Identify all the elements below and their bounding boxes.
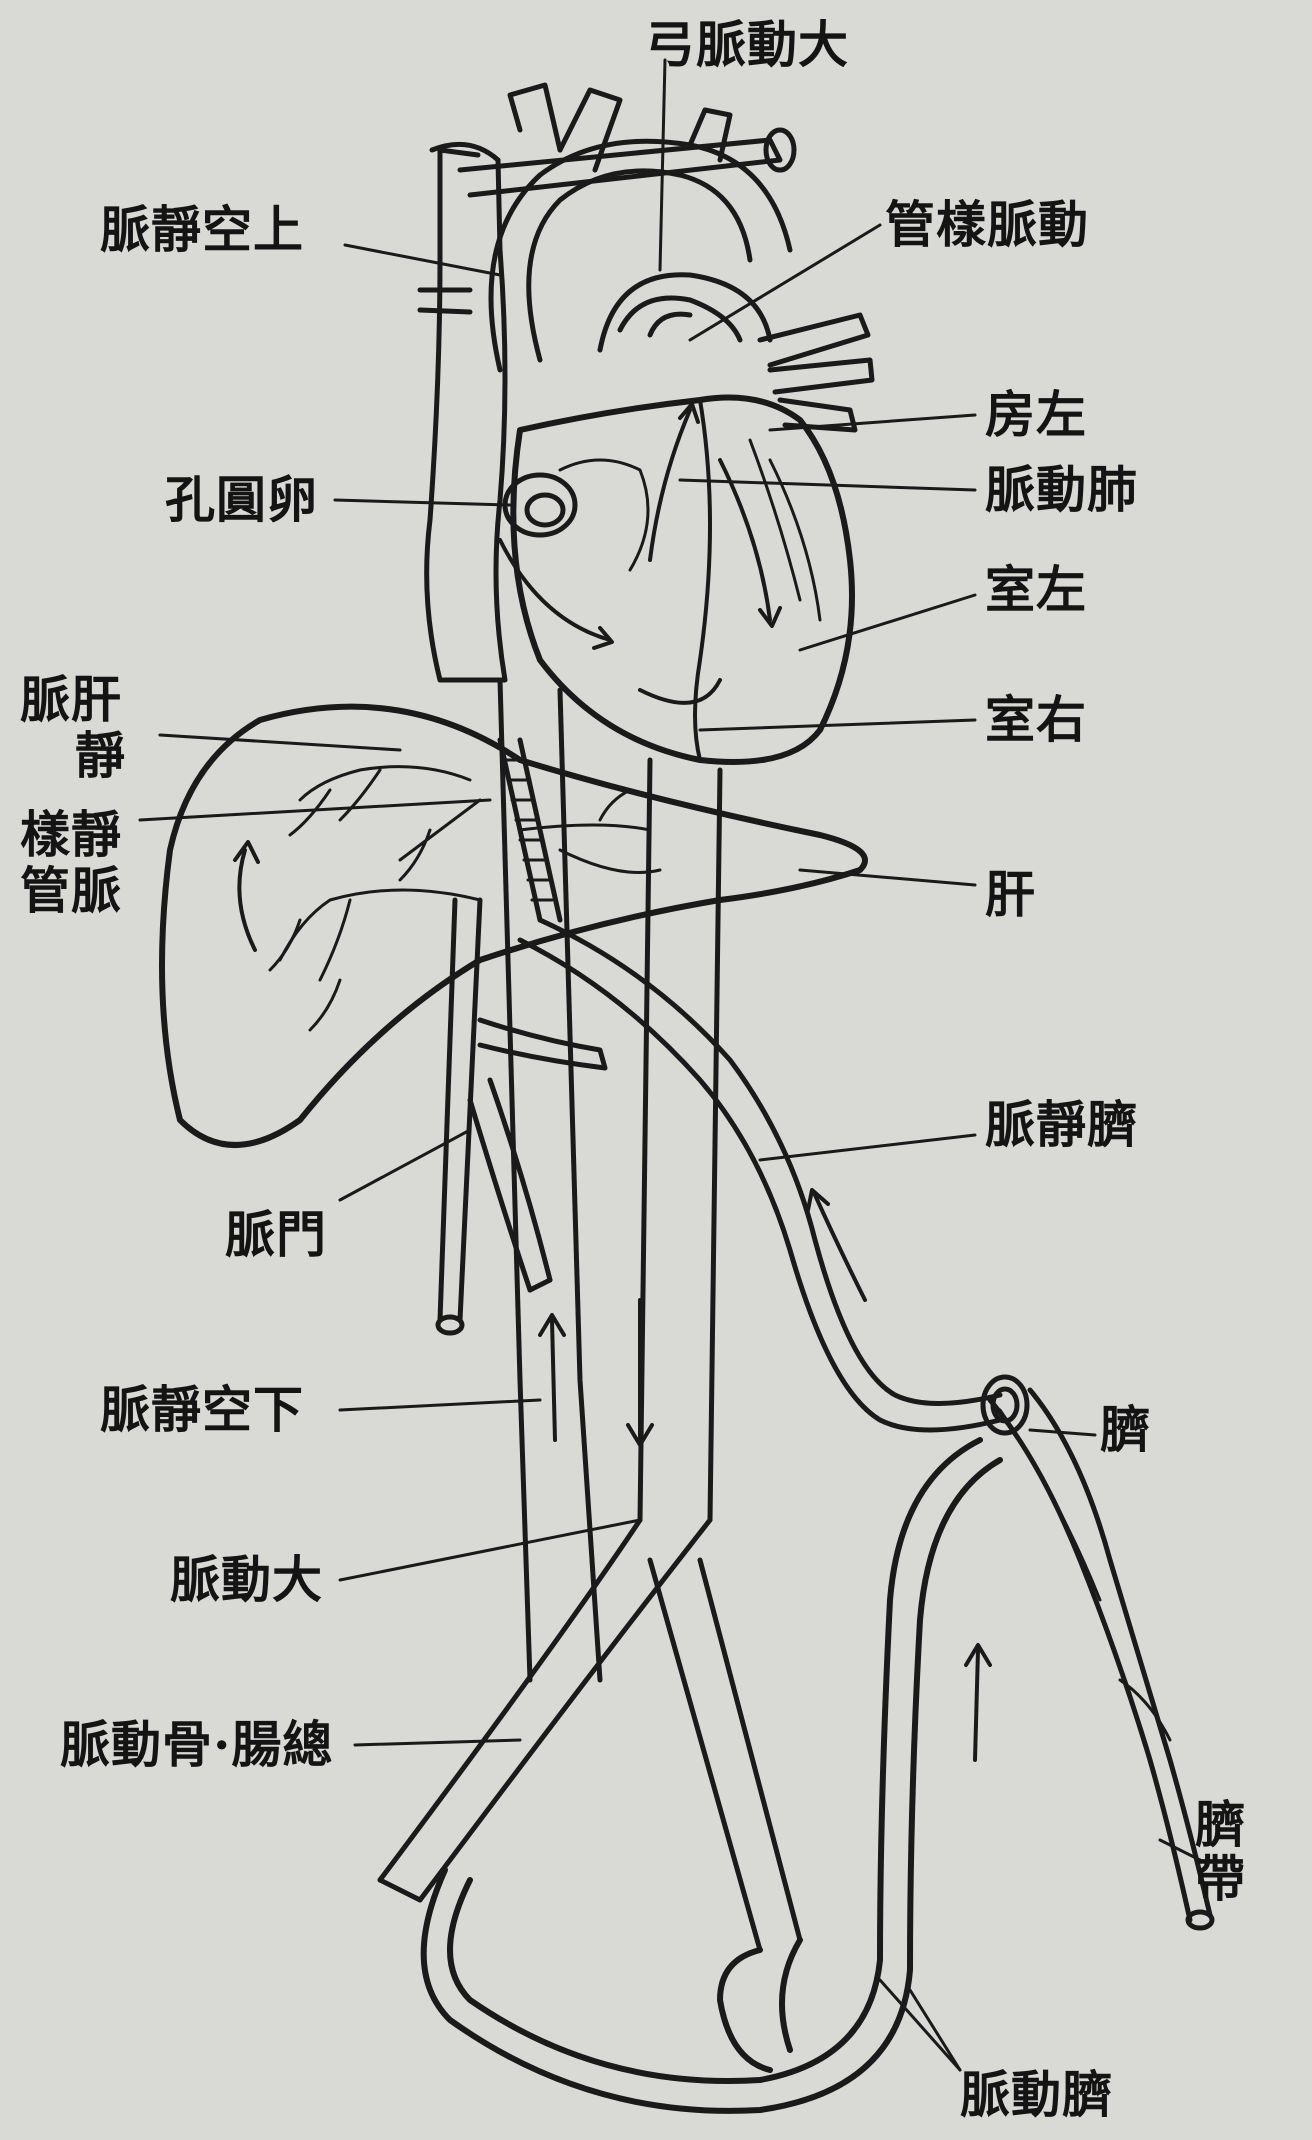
label-right-ventricle: 室右	[985, 695, 1087, 745]
label-hepatic-vein-line1: 脈肝	[20, 675, 126, 725]
umbilical-cord-shape	[990, 1390, 1212, 1928]
label-hepatic-vein-line2: 靜	[75, 731, 126, 781]
heart-shape	[513, 398, 852, 763]
label-inferior-vena-cava: 脈靜空下	[100, 1385, 304, 1435]
label-ductus-arteriosus: 管樣脈動	[885, 200, 1089, 250]
aorta-shape	[640, 760, 720, 1520]
label-umbilical-cord: 臍 帶	[1195, 1800, 1246, 1904]
pulmonary-veins-shape	[760, 315, 872, 430]
liver-flow-arrow	[235, 842, 258, 950]
label-umbilical-cord-line1: 臍	[1195, 1800, 1246, 1850]
portal-vein-shape	[438, 900, 605, 1333]
label-left-ventricle: 室左	[985, 565, 1087, 615]
label-ductus-venosus-line1: 樣靜	[20, 810, 122, 860]
umbilical-vein-shape	[520, 920, 1000, 1430]
label-umbilical-vein: 脈靜臍	[985, 1100, 1138, 1150]
label-superior-vena-cava: 脈靜空上	[100, 205, 304, 255]
aortic-arch-shape	[460, 85, 794, 370]
umbilical-artery-flow-arrow	[966, 1645, 990, 1760]
label-pulmonary-artery: 脈動肺	[985, 465, 1138, 515]
superior-vena-cava-shape	[420, 144, 505, 680]
label-hepatic-vein: 脈肝 靜	[20, 675, 126, 781]
label-ductus-venosus: 樣靜 管脈	[20, 810, 122, 916]
label-common-iliac-artery: 脈動骨·腸總	[60, 1720, 333, 1770]
label-left-atrium: 房左	[985, 390, 1087, 440]
label-portal-vein: 脈門	[225, 1210, 327, 1260]
label-aorta: 脈動大	[170, 1555, 323, 1605]
label-foramen-ovale: 孔圓卵	[165, 475, 318, 525]
label-umbilical-artery: 脈動臍	[960, 2070, 1113, 2120]
umbilicus-ring	[983, 1377, 1027, 1433]
label-ductus-venosus-line2: 管脈	[20, 866, 122, 916]
label-liver: 肝	[985, 870, 1036, 920]
label-umbilicus: 臍	[1100, 1405, 1151, 1455]
label-umbilical-cord-line2: 帶	[1195, 1854, 1246, 1904]
label-aortic-arch: 弓脈動大	[645, 20, 849, 70]
umbilical-vein-flow-arrows	[540, 1190, 865, 1445]
ductus-arteriosus-shape	[600, 275, 770, 350]
common-iliac-artery-shape	[380, 1520, 800, 1950]
